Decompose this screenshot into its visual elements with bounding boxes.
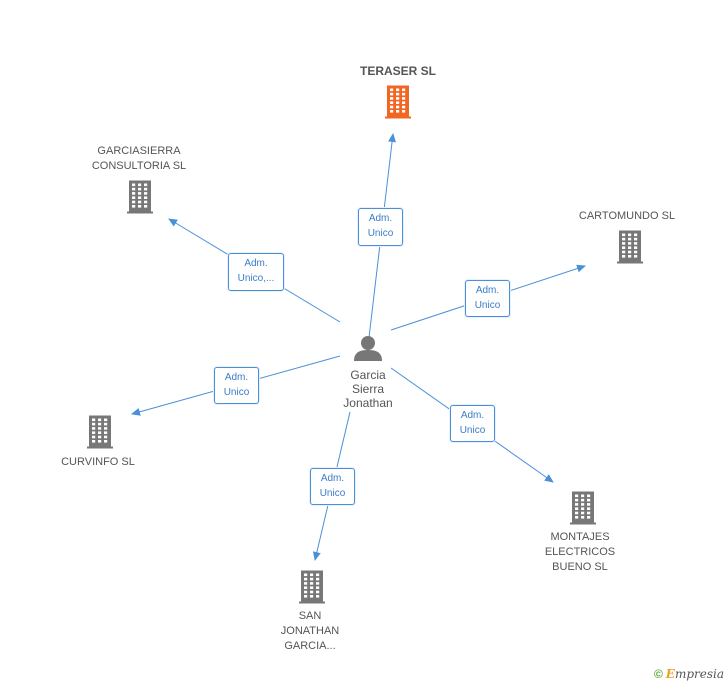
- relation-label-curvinfo[interactable]: Adm. Unico: [214, 367, 259, 404]
- copyright-icon: ©: [653, 667, 663, 681]
- building-icon-sanjonathan[interactable]: [299, 570, 325, 604]
- building-icon-garciasierra[interactable]: [127, 180, 153, 214]
- building-icon-curvinfo[interactable]: [87, 415, 113, 449]
- company-label-teraser[interactable]: TERASER SL: [359, 64, 436, 78]
- brand-logo: Empresia: [665, 667, 724, 681]
- footer-brand: ©Empresia: [654, 667, 724, 681]
- relation-label-teraser[interactable]: Adm. Unico: [358, 208, 403, 246]
- company-label-montajes[interactable]: MONTAJES ELECTRICOS BUENO SL: [544, 531, 616, 573]
- relation-label-cartomundo[interactable]: Adm. Unico: [465, 280, 510, 317]
- relation-label-sanjonathan[interactable]: Adm. Unico: [310, 468, 355, 505]
- relation-label-garciasierra[interactable]: Adm. Unico,...: [228, 253, 284, 291]
- company-label-cartomundo[interactable]: CARTOMUNDO SL: [578, 210, 676, 222]
- company-label-garciasierra[interactable]: GARCIASIERRA CONSULTORIA SL: [91, 145, 187, 172]
- building-icon-montajes[interactable]: [570, 491, 596, 525]
- company-label-sanjonathan[interactable]: SAN JONATHAN GARCIA...: [280, 610, 340, 652]
- building-icon-teraser[interactable]: [385, 85, 411, 119]
- company-label-curvinfo[interactable]: CURVINFO SL: [61, 456, 135, 468]
- building-icon-cartomundo[interactable]: [617, 230, 643, 264]
- person-name-label[interactable]: Garcia Sierra Jonathan: [343, 368, 393, 410]
- relation-label-montajes[interactable]: Adm. Unico: [450, 405, 495, 442]
- person-icon: [354, 336, 382, 361]
